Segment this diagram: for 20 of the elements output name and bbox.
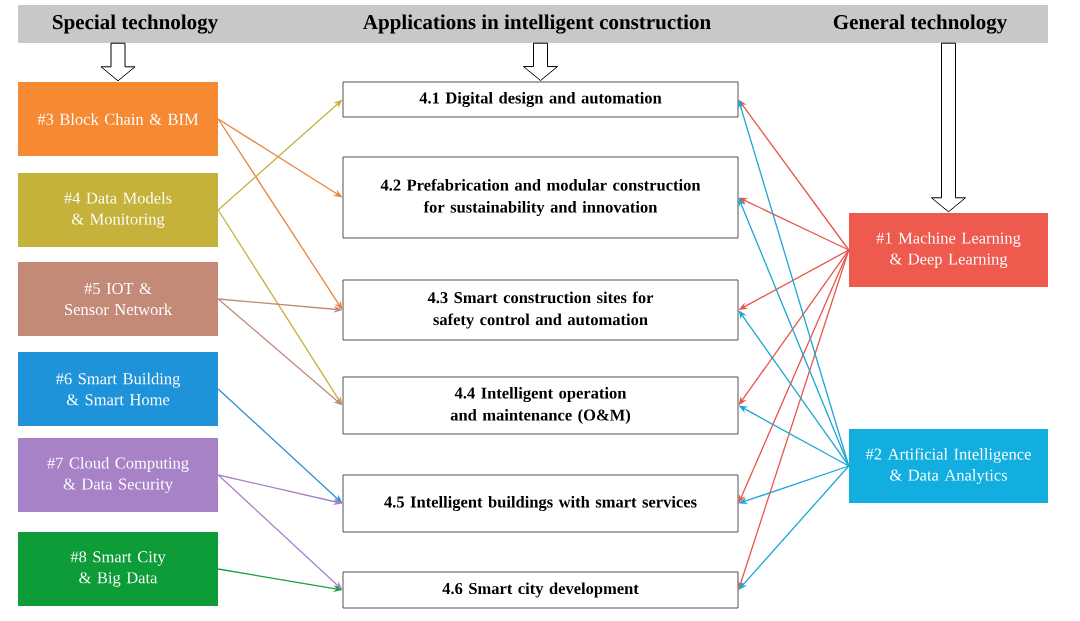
application-box: 4.2 Prefabrication and modular construction for sustainability and innovation [342, 156, 739, 239]
technology-box: #4 Data Models & Monitoring [18, 173, 218, 247]
technology-box: #6 Smart Building & Smart Home [18, 352, 218, 426]
block-arrow [931, 42, 966, 213]
block-arrow [100, 42, 136, 82]
header-band: Special technology Applications in intelligent construction General technology [18, 5, 1048, 43]
application-box: 4.3 Smart construction sites for safety control and automation [342, 279, 739, 341]
technology-box: #1 Machine Learning & Deep Learning [849, 213, 1048, 287]
application-box: 4.1 Digital design and automation [342, 81, 739, 118]
technology-box: #8 Smart City & Big Data [18, 532, 218, 606]
block-arrow [523, 42, 558, 82]
technology-box: #2 Artificial Intelligence & Data Analytics [849, 429, 1048, 503]
application-box: 4.4 Intelligent operation and maintenance (O&M) [342, 376, 739, 435]
application-box: 4.6 Smart city development [342, 571, 739, 609]
technology-box: #5 IOT & Sensor Network [18, 262, 218, 336]
technology-box: #7 Cloud Computing & Data Security [18, 438, 218, 512]
technology-box: #3 Block Chain & BIM [18, 82, 218, 156]
arrow [738, 310, 850, 467]
application-box: 4.5 Intelligent buildings with smart services [342, 474, 739, 533]
arrow [217, 118, 343, 310]
